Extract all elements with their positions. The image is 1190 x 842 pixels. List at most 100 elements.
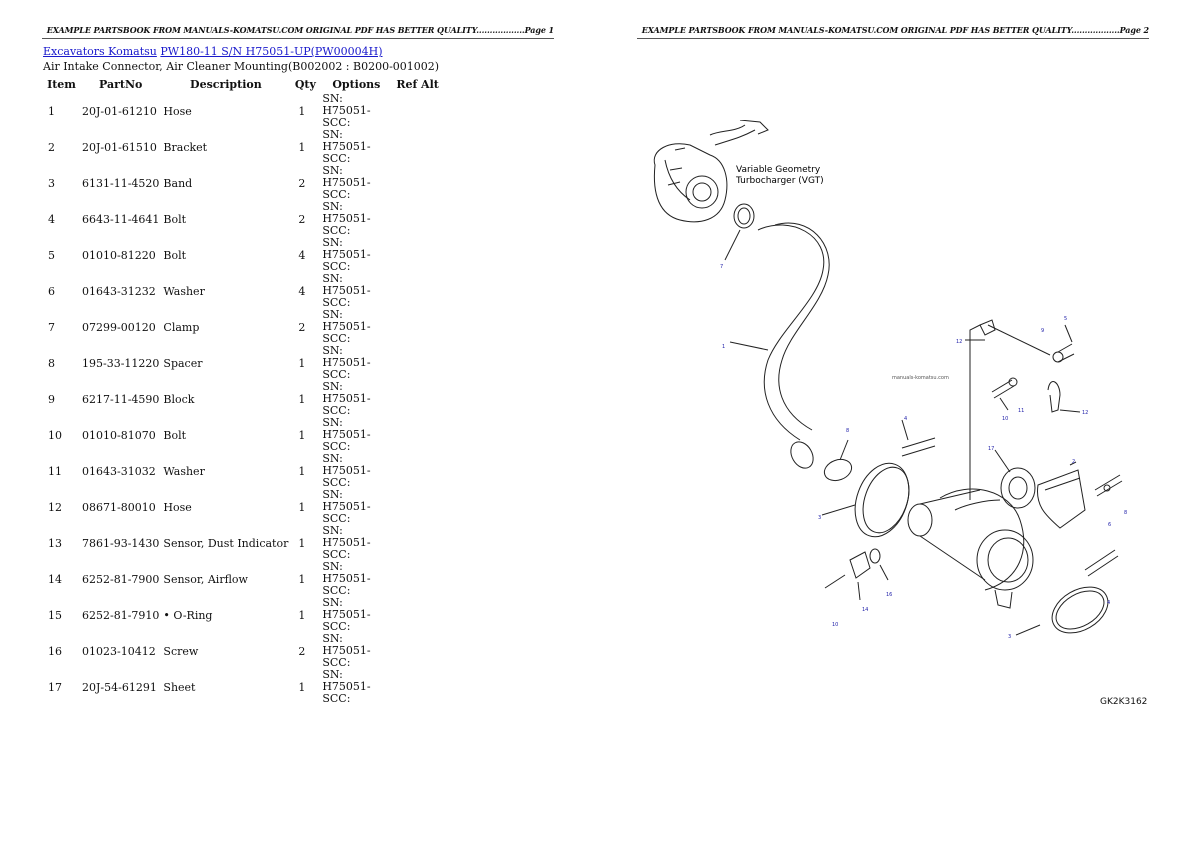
callout-7: 7 bbox=[720, 264, 723, 270]
partno-cell: 6252-81-7910 bbox=[82, 608, 160, 622]
qty-cell: 1 bbox=[298, 572, 306, 586]
col-item: Item bbox=[47, 78, 76, 91]
options-cell: SN: H75051-SCC: bbox=[322, 236, 371, 273]
description-cell: Screw bbox=[163, 644, 199, 658]
callout-16: 16 bbox=[886, 592, 892, 598]
col-qty: Qty bbox=[294, 78, 316, 91]
qty-cell: 1 bbox=[298, 428, 306, 442]
options-cell: SN: H75051-SCC: bbox=[322, 380, 371, 417]
refalt-cell bbox=[392, 201, 443, 237]
item-cell: 15 bbox=[48, 608, 62, 622]
page1-header: EXAMPLE PARTSBOOK FROM MANUALS-KOMATSU.C… bbox=[42, 25, 554, 39]
options-cell: SN: H75051-SCC: bbox=[322, 200, 371, 237]
col-description: Description bbox=[190, 78, 262, 91]
qty-cell: 1 bbox=[298, 464, 306, 478]
item-cell: 8 bbox=[48, 356, 55, 370]
qty-cell: 1 bbox=[298, 680, 306, 694]
diagram-callouts: 7 1 8 4 3 12 9 5 11 10 12 17 2 6 8 4 3 1… bbox=[720, 264, 1127, 640]
refalt-cell bbox=[392, 93, 443, 129]
options-cell: SN: H75051-SCC: bbox=[322, 164, 371, 201]
item-cell: 11 bbox=[48, 464, 62, 478]
description-cell: Bolt bbox=[163, 212, 187, 226]
item-cell: 14 bbox=[48, 572, 62, 586]
item-cell: 2 bbox=[48, 140, 55, 154]
options-cell: SN: H75051-SCC: bbox=[322, 524, 371, 561]
description-cell: Washer bbox=[163, 284, 205, 298]
description-cell: Sheet bbox=[163, 680, 196, 694]
callout-4b: 4 bbox=[1107, 600, 1110, 606]
description-cell: Sensor, Dust Indicator bbox=[163, 536, 289, 550]
options-cell: SN: H75051-SCC: bbox=[322, 272, 371, 309]
options-cell: SN: H75051-SCC: bbox=[322, 668, 371, 705]
qty-cell: 1 bbox=[298, 356, 306, 370]
breadcrumb-link-model[interactable]: PW180-11 S/N H75051-UP(PW00004H) bbox=[160, 45, 383, 58]
callout-6: 6 bbox=[1108, 522, 1111, 528]
turbocharger-drawing bbox=[653, 120, 769, 223]
partno-cell: 6643-11-4641 bbox=[82, 212, 160, 226]
callout-10b: 10 bbox=[832, 622, 838, 628]
qty-cell: 1 bbox=[298, 536, 306, 550]
description-cell: Washer bbox=[163, 464, 205, 478]
partno-cell: 195-33-11220 bbox=[82, 356, 160, 370]
item-cell: 10 bbox=[48, 428, 62, 442]
item-cell: 9 bbox=[48, 392, 55, 406]
callout-3: 3 bbox=[818, 515, 821, 521]
item-cell: 7 bbox=[48, 320, 55, 334]
partno-cell: 01010-81220 bbox=[82, 248, 156, 262]
options-cell: SN: H75051-SCC: bbox=[322, 308, 371, 345]
partno-cell: 20J-54-61291 bbox=[82, 680, 157, 694]
description-cell: Hose bbox=[163, 500, 192, 514]
options-cell: SN: H75051-SCC: bbox=[322, 128, 371, 165]
air-cleaner-drawing bbox=[907, 488, 1034, 609]
options-cell: SN: H75051-SCC: bbox=[322, 344, 371, 381]
breadcrumb: Excavators Komatsu PW180-11 S/N H75051-U… bbox=[43, 45, 383, 58]
description-cell: Band bbox=[163, 176, 193, 190]
partno-cell: 07299-00120 bbox=[82, 320, 156, 334]
callout-11: 11 bbox=[1018, 408, 1024, 414]
item-cell: 5 bbox=[48, 248, 55, 262]
breadcrumb-link-excavators[interactable]: Excavators Komatsu bbox=[43, 45, 157, 58]
qty-cell: 2 bbox=[298, 320, 306, 334]
callout-5: 5 bbox=[1064, 316, 1067, 322]
refalt-cell bbox=[392, 669, 443, 705]
item-cell: 3 bbox=[48, 176, 55, 190]
refalt-cell bbox=[392, 561, 443, 597]
qty-cell: 1 bbox=[298, 140, 306, 154]
qty-cell: 1 bbox=[298, 392, 306, 406]
options-cell: SN: H75051-SCC: bbox=[322, 596, 371, 633]
hose-drawing bbox=[757, 222, 830, 469]
callout-3b: 3 bbox=[1008, 634, 1011, 640]
refalt-cell bbox=[392, 129, 443, 165]
callout-4: 4 bbox=[904, 416, 907, 422]
callout-8: 8 bbox=[1124, 510, 1127, 516]
qty-cell: 4 bbox=[298, 248, 306, 262]
item-cell: 6 bbox=[48, 284, 55, 298]
partno-cell: 6217-11-4590 bbox=[82, 392, 160, 406]
callout-14: 14 bbox=[862, 607, 868, 613]
refalt-cell bbox=[392, 489, 443, 525]
parts-table: Item PartNo Description Qty Options Ref … bbox=[43, 76, 443, 705]
description-cell: Sensor, Airflow bbox=[163, 572, 248, 586]
refalt-cell bbox=[392, 417, 443, 453]
partno-cell: 20J-01-61210 bbox=[82, 104, 157, 118]
refalt-cell bbox=[392, 345, 443, 381]
item-cell: 1 bbox=[48, 104, 55, 118]
partno-cell: 01643-31032 bbox=[82, 464, 156, 478]
options-cell: SN: H75051-SCC: bbox=[322, 92, 371, 129]
diagram-code: GK2K3162 bbox=[1100, 697, 1148, 707]
qty-cell: 2 bbox=[298, 644, 306, 658]
watermark-text: manuals-komatsu.com bbox=[892, 375, 949, 381]
refalt-cell bbox=[392, 309, 443, 345]
refalt-cell bbox=[392, 597, 443, 633]
